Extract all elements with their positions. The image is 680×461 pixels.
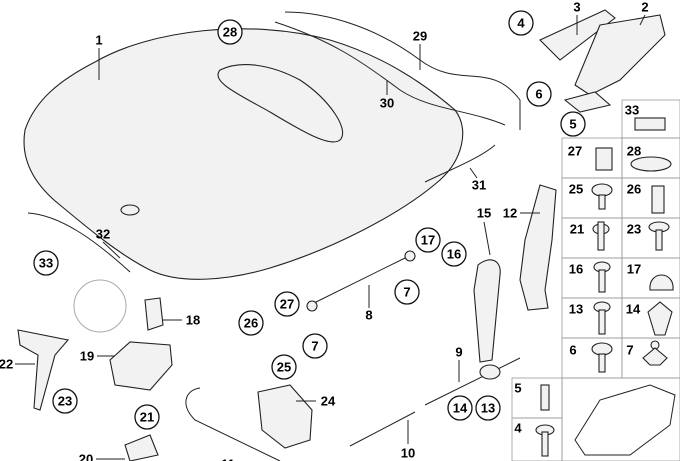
callout-1: 1 xyxy=(95,33,102,48)
seal-32 xyxy=(27,212,131,273)
circled-callout-27: 27 xyxy=(280,297,294,312)
seal-detail-circle xyxy=(73,279,127,333)
grid-label-17: 17 xyxy=(627,262,641,277)
strut-end xyxy=(404,250,416,262)
bracket-20 xyxy=(124,434,159,461)
callout-9: 9 xyxy=(455,345,462,360)
grid-label-33: 33 xyxy=(625,103,639,118)
callout-24: 24 xyxy=(321,394,336,409)
callout-11: 11 xyxy=(221,457,235,461)
grid-label-16: 16 xyxy=(569,262,583,277)
hinge-arm-12 xyxy=(519,184,557,311)
lock-19 xyxy=(109,341,173,391)
gas-strut-8 xyxy=(311,257,406,305)
bracket-22 xyxy=(17,329,70,411)
circled-callout-16: 16 xyxy=(447,247,461,262)
cable-9 xyxy=(424,357,521,406)
callout-12: 12 xyxy=(503,206,517,221)
callout-3: 3 xyxy=(573,0,580,15)
circled-callouts: 28 4 6 5 17 16 33 7 26 27 7 25 23 21 14 … xyxy=(33,10,586,430)
circled-callout-6: 6 xyxy=(535,87,542,102)
circled-callout-33: 33 xyxy=(39,256,53,271)
grid-part-icons xyxy=(535,117,676,457)
latch-24 xyxy=(257,384,313,449)
strut-end xyxy=(306,300,318,312)
leader-lines xyxy=(15,14,646,460)
callout-labels: 1 3 2 29 30 31 12 15 32 18 19 22 24 8 9 … xyxy=(0,0,649,461)
callout-29: 29 xyxy=(413,29,427,44)
circled-callout-7: 7 xyxy=(403,285,410,300)
circled-callout-4: 4 xyxy=(517,16,525,31)
circled-callout-17: 17 xyxy=(421,233,435,248)
hood-scoop xyxy=(217,64,344,143)
callout-19: 19 xyxy=(80,349,94,364)
callout-2: 2 xyxy=(641,0,648,15)
hood-emblem xyxy=(120,204,140,216)
callout-10: 10 xyxy=(401,446,415,461)
clip-18 xyxy=(144,297,164,331)
callout-8: 8 xyxy=(365,308,372,323)
callout-18: 18 xyxy=(186,313,200,328)
callout-20: 20 xyxy=(79,452,93,461)
grid-label-28: 28 xyxy=(627,144,641,159)
seal-31 xyxy=(424,144,496,183)
grid-label-5: 5 xyxy=(514,381,521,396)
callout-31: 31 xyxy=(472,178,486,193)
plate-5 xyxy=(563,91,612,113)
seal-30 xyxy=(274,21,506,126)
circled-callout-28: 28 xyxy=(223,25,237,40)
circled-callout-14: 14 xyxy=(453,401,468,416)
circled-callout-23: 23 xyxy=(58,394,72,409)
support-arm-15 xyxy=(473,259,501,363)
circled-callout-26: 26 xyxy=(244,316,258,331)
hinge-2 xyxy=(574,14,666,96)
circled-callout-7b: 7 xyxy=(311,339,318,354)
car-silhouette xyxy=(574,384,676,456)
callout-22: 22 xyxy=(0,357,13,372)
callout-32: 32 xyxy=(96,227,110,242)
hood-panel xyxy=(23,28,464,280)
circled-callout-5: 5 xyxy=(569,117,576,132)
grid-label-13: 13 xyxy=(569,302,583,317)
circled-callout-13: 13 xyxy=(481,401,495,416)
grid-label-21: 21 xyxy=(570,222,584,237)
grid-label-26: 26 xyxy=(627,182,641,197)
rod-11 xyxy=(185,387,281,461)
cable-10 xyxy=(349,411,416,447)
circled-callout-21: 21 xyxy=(140,410,154,425)
grid-label-25: 25 xyxy=(569,182,583,197)
callout-15: 15 xyxy=(477,206,491,221)
cable-grommet xyxy=(479,364,501,380)
grid-label-6: 6 xyxy=(569,343,576,358)
grid-label-14: 14 xyxy=(626,302,641,317)
grid-label-23: 23 xyxy=(627,222,641,237)
callout-30: 30 xyxy=(380,96,394,111)
circled-callout-25: 25 xyxy=(277,360,291,375)
grid-labels: 33 27 28 25 26 21 23 16 17 13 14 6 7 5 4 xyxy=(514,103,641,436)
parts-grid xyxy=(511,99,680,461)
grid-label-4: 4 xyxy=(514,421,522,436)
grid-label-27: 27 xyxy=(568,144,582,159)
grid-label-7: 7 xyxy=(626,343,633,358)
